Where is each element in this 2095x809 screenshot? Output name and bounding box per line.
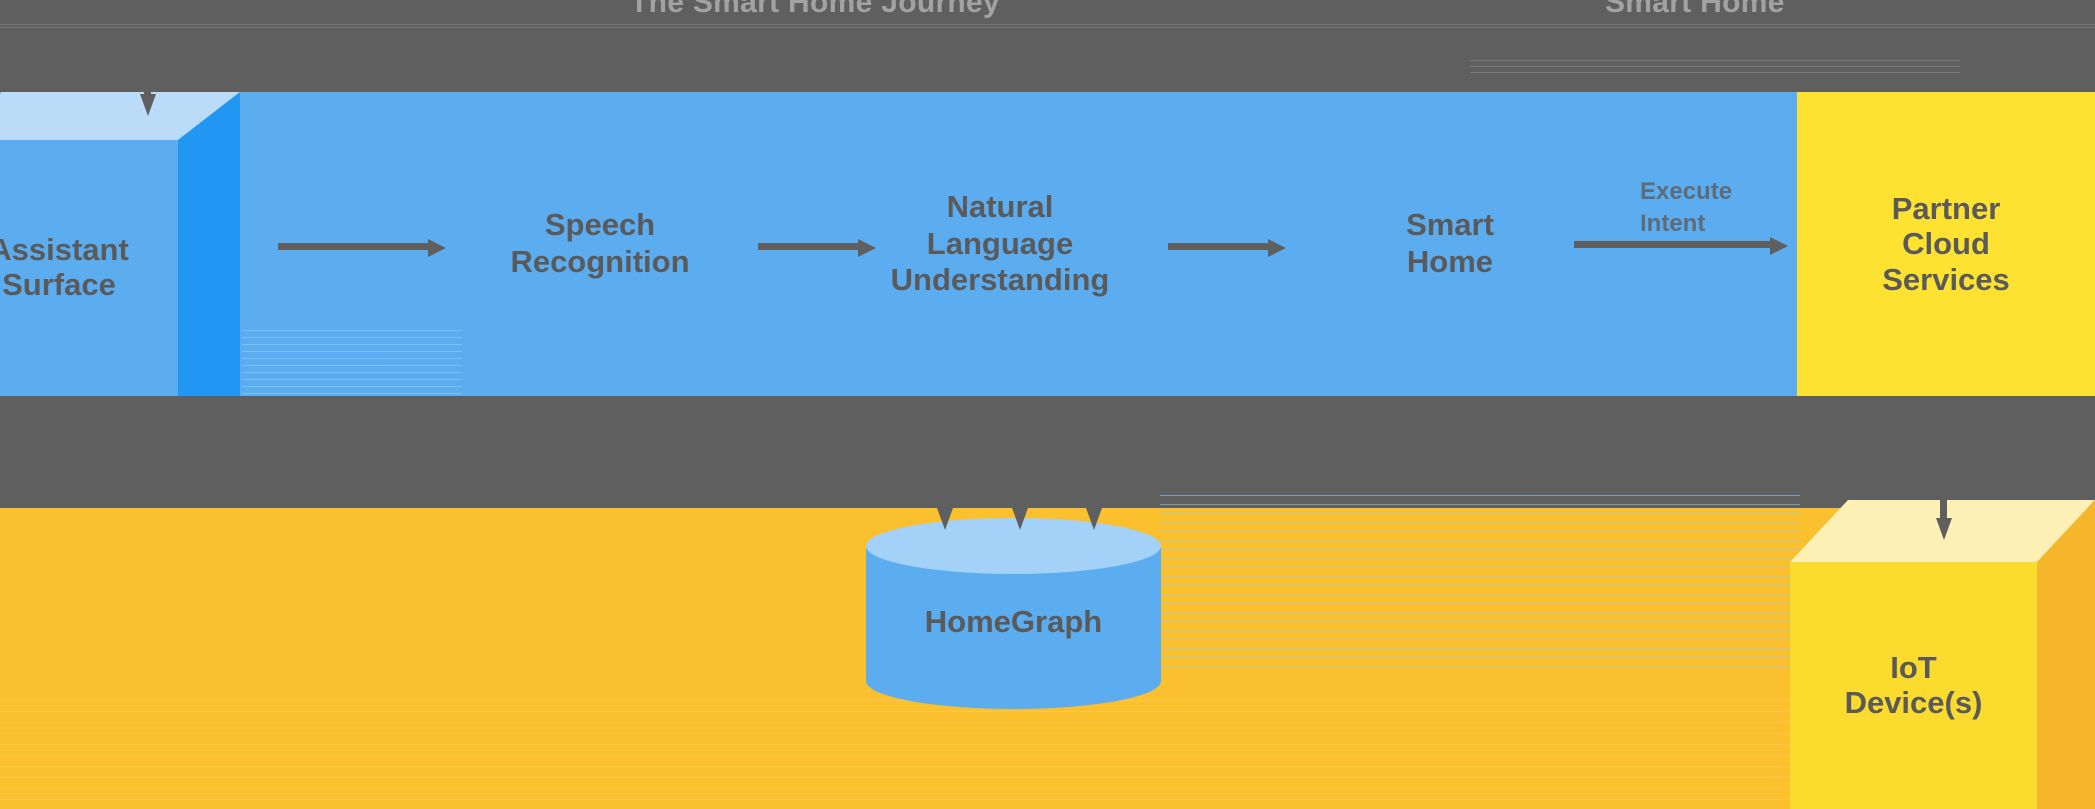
arrow-nlu-to-smart-home-icon xyxy=(1168,239,1288,257)
arrow-shaft xyxy=(1016,462,1023,510)
arrow-shaft xyxy=(941,462,948,510)
arrow-head xyxy=(1770,237,1788,255)
scanline-artifact-middle xyxy=(1470,60,1960,78)
arrow-head xyxy=(1012,508,1028,530)
arrow-head xyxy=(428,239,446,257)
iot-devices-label: IoT Device(s) xyxy=(1844,649,1983,720)
title-left-cutoff: The Smart Home Journey xyxy=(630,0,1001,19)
arrow-head xyxy=(937,508,953,530)
arrow-down-to-homegraph-2-icon xyxy=(1012,462,1028,534)
arrow-surface-to-speech-icon xyxy=(278,239,448,257)
node-iot-devices[interactable]: IoT Device(s) xyxy=(1790,500,2095,809)
node-homegraph[interactable]: HomeGraph xyxy=(866,518,1161,709)
arrow-head xyxy=(1936,518,1952,540)
arrow-down-to-homegraph-3-icon xyxy=(1086,462,1102,534)
node-natural-language-understanding[interactable]: Natural Language Understanding xyxy=(890,189,1110,298)
node-partner-cloud-services[interactable]: Partner Cloud Services xyxy=(1797,92,2095,396)
arrow-down-to-iot-devices-icon xyxy=(1936,472,1952,544)
title-right-cutoff: Smart Home xyxy=(1605,0,1785,19)
arrow-head xyxy=(1268,239,1286,257)
arrow-head xyxy=(1086,508,1102,530)
node-smart-home[interactable]: Smart Home xyxy=(1406,207,1494,279)
arrow-down-to-homegraph-1-icon xyxy=(937,462,953,534)
node-speech-recognition[interactable]: Speech Recognition xyxy=(510,207,690,279)
arrow-shaft xyxy=(1940,472,1947,520)
homegraph-label: HomeGraph xyxy=(924,604,1103,639)
iot-devices-front-face xyxy=(1790,562,2037,809)
scanline-artifact-top xyxy=(0,24,2095,28)
arrow-caption-execute: Execute xyxy=(1640,178,1733,205)
partner-cloud-services-label: Partner Cloud Services xyxy=(1882,191,2010,297)
arrow-down-to-assistant-surface-icon xyxy=(140,60,156,118)
assistant-surface-label: Assistant Surface xyxy=(0,232,129,302)
arrow-shaft xyxy=(278,243,430,250)
arrow-smart-home-to-partner-icon xyxy=(1574,237,1790,255)
arrow-head xyxy=(140,94,156,116)
assistant-surface-front-face xyxy=(0,140,178,396)
arrow-speech-to-nlu-icon xyxy=(758,239,878,257)
assistant-surface-side-face xyxy=(178,92,240,396)
arrow-caption-intent: Intent xyxy=(1640,210,1706,237)
node-assistant-surface[interactable]: Assistant Surface xyxy=(0,92,400,396)
arrow-shaft xyxy=(1168,243,1270,250)
arrow-head xyxy=(858,239,876,257)
arrow-shaft xyxy=(144,60,151,96)
arrow-shaft xyxy=(1574,241,1772,248)
arrow-shaft xyxy=(758,243,860,250)
arrow-shaft xyxy=(1090,462,1097,510)
